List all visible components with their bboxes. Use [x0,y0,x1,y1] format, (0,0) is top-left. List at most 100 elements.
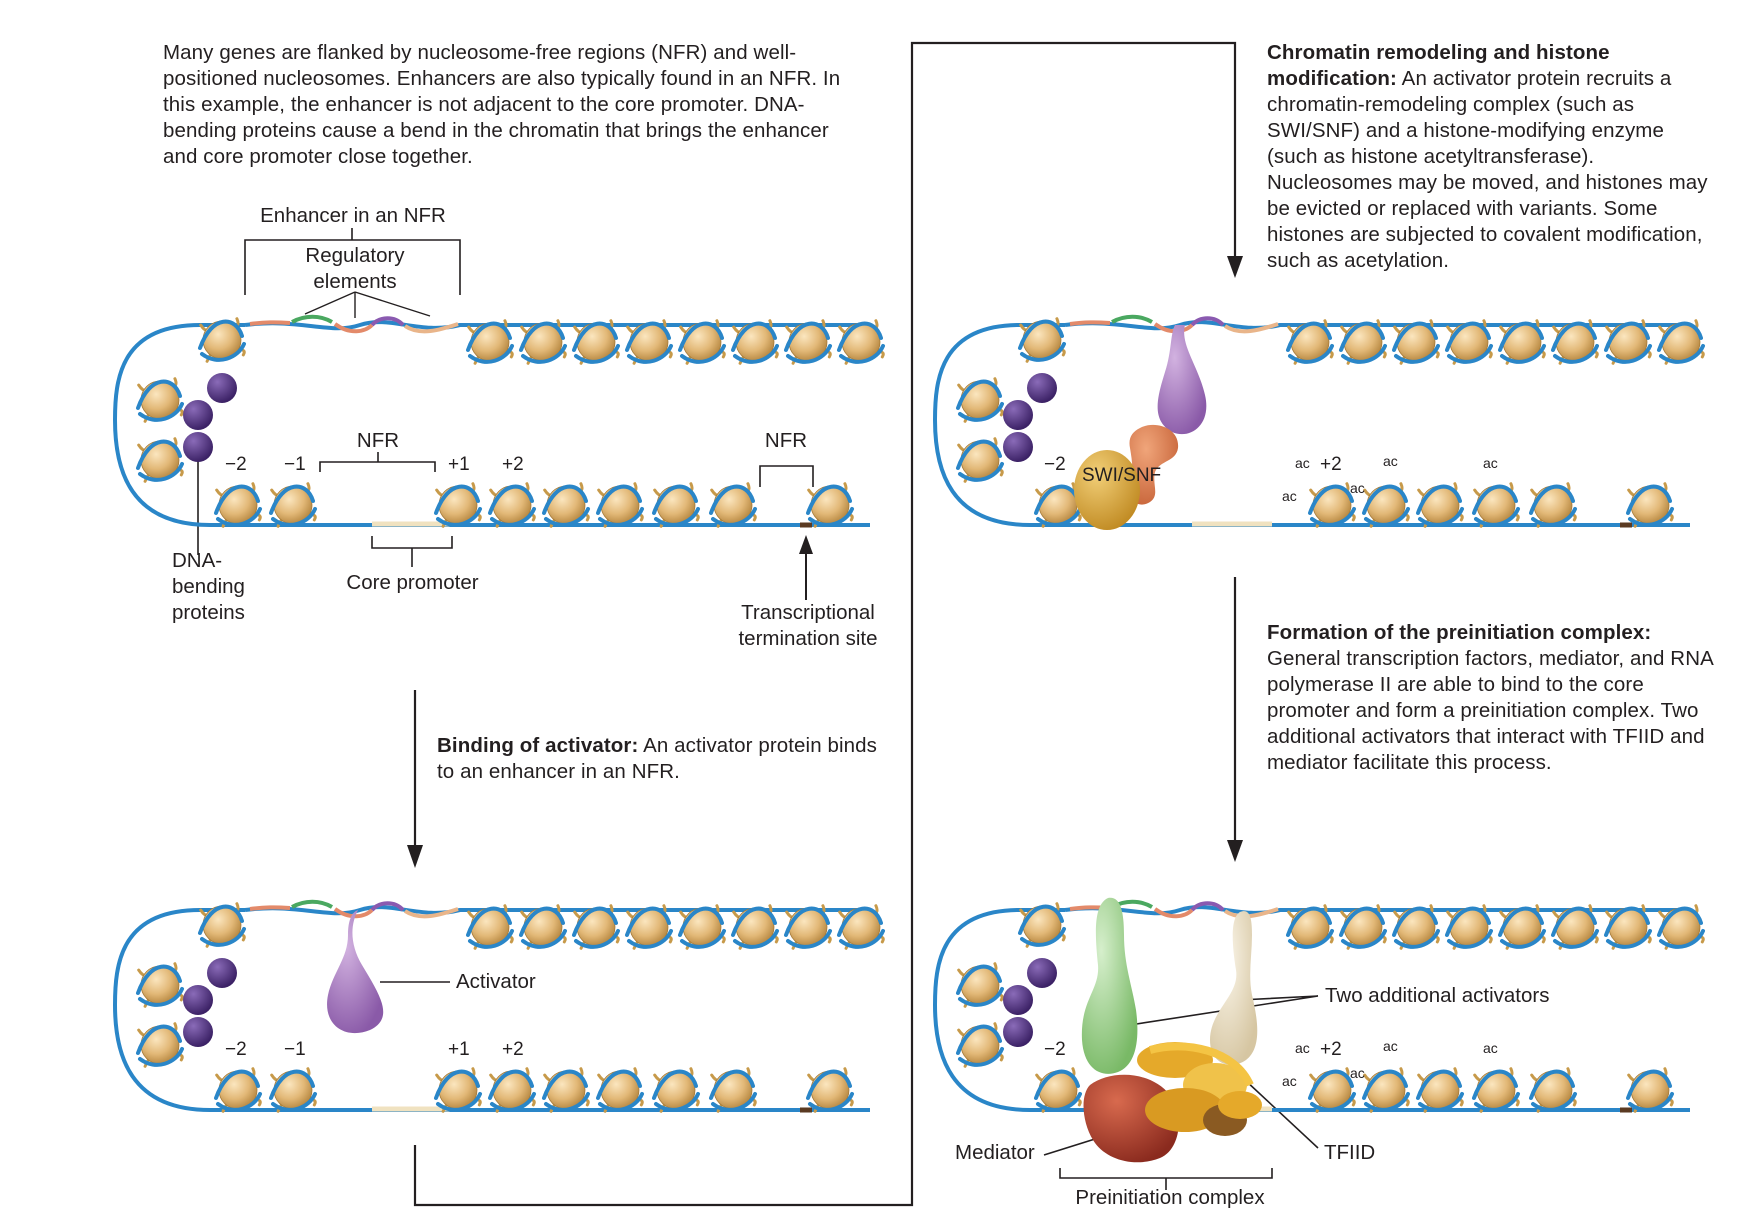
step2-caption: Chromatin remodeling and histone modific… [1267,40,1717,274]
p4-ac-4: ac [1383,1038,1398,1054]
regulatory-segment [1223,907,1279,919]
nucleosome [784,904,832,950]
core-promoter-label: Core promoter [346,571,479,594]
nucleosome [269,482,317,528]
two-activators-label: Two additional activators [1325,984,1550,1007]
regulatory-segment [1190,901,1225,912]
position-plus2: +2 [502,454,524,475]
termination-site-label: Transcriptional termination site [738,601,878,650]
nucleosome [1551,319,1599,365]
nucleosome [731,904,779,950]
nucleosome [837,904,885,950]
nucleosome [542,482,590,528]
dna-bending-protein [183,400,213,430]
step3-caption: Formation of the preinitiation complex: … [1267,620,1717,776]
activator-protein [327,910,384,1034]
activator-protein-p3 [1157,325,1207,435]
nucleosome [1392,904,1440,950]
mediator-label: Mediator [955,1141,1035,1164]
nucleosome [1416,1067,1464,1113]
step1-caption: Binding of activator: An activator prote… [437,733,877,785]
chromatin-loop-panel4 [932,899,1705,1113]
nucleosome [596,1067,644,1113]
nucleosome [1018,902,1066,948]
nucleosome [596,482,644,528]
nucleosome [1034,1067,1082,1113]
nucleosome [652,482,700,528]
nucleosome [709,482,757,528]
nucleosome [1529,482,1577,528]
step2-title: Chromatin remodeling and histone modific… [1267,41,1610,90]
nucleosome [1308,482,1356,528]
cream-activator [1210,911,1258,1065]
nucleosome [1604,904,1652,950]
histone-modifying-enzyme [1128,424,1179,505]
dna-bending-protein [207,373,237,403]
nucleosome [652,1067,700,1113]
dna-bending-protein [207,958,237,988]
p3-position-minus2: −2 [1044,454,1066,475]
nucleosome [1362,1067,1410,1113]
nucleosome [625,319,673,365]
dna-bending-label: DNA-bending proteins [172,549,245,624]
nucleosome [956,1022,1004,1068]
dna-backbone [112,323,870,527]
position-plus1: +1 [448,454,470,475]
regulatory-segment [249,320,291,326]
regulatory-segment [291,314,334,324]
dna-backbone [112,908,870,1112]
nucleosome [1551,904,1599,950]
nucleosome [1626,1067,1674,1113]
nfr-bracket-2 [759,465,814,487]
nucleosome [784,319,832,365]
nucleosome [806,482,854,528]
p3-ac-4: ac [1383,453,1398,469]
dna-bending-protein [1027,373,1057,403]
regulatory-segment [403,907,459,919]
nucleosome [136,377,184,423]
nucleosome [1339,904,1387,950]
nucleosome [1339,319,1387,365]
nucleosome [1416,482,1464,528]
nucleosome [519,319,567,365]
nucleosome [572,319,620,365]
p2-position-minus2: −2 [225,1039,247,1060]
step3-text: General transcription factors, mediator,… [1267,647,1713,774]
enhancer-label: Enhancer in an NFR [260,204,446,227]
regulatory-segment [370,901,405,912]
nucleosome [1529,1067,1577,1113]
step1-text: An activator protein binds to an enhance… [437,734,878,783]
step3-title: Formation of the preinitiation complex: [1267,621,1652,644]
regulatory-segment [333,322,374,334]
p4-ac-5: ac [1483,1040,1498,1056]
nucleosome [837,319,885,365]
chromatin-loop-panel3 [932,314,1705,528]
nucleosome [434,482,482,528]
nfr-bracket-1 [319,461,436,472]
regulatory-segment [1153,907,1194,919]
nucleosome [519,904,567,950]
nucleosome [678,904,726,950]
p2-position-minus1: −1 [284,1039,306,1060]
dna-bending-protein [1027,958,1057,988]
nucleosome [488,1067,536,1113]
step1-arrow-head [407,845,423,868]
nucleosome [1286,319,1334,365]
step3-arrow-head [1227,840,1243,862]
regulatory-segment [370,316,405,327]
p4-ac-1: ac [1295,1040,1310,1056]
nucleosome [466,319,514,365]
p3-position-plus2: +2 [1320,454,1342,475]
regulatory-label: Regulatory elements [305,244,405,293]
chromatin-loop-panel1 [112,314,885,528]
tfiid-complex [1137,1042,1262,1136]
nucleosome [1034,482,1082,528]
p2-position-plus2: +2 [502,1039,524,1060]
nucleosome [956,962,1004,1008]
nucleosome [136,962,184,1008]
dna-backbone [932,908,1690,1112]
nucleosome [731,319,779,365]
tfiid-pointer [1244,1079,1319,1149]
dna-bending-protein [1003,400,1033,430]
